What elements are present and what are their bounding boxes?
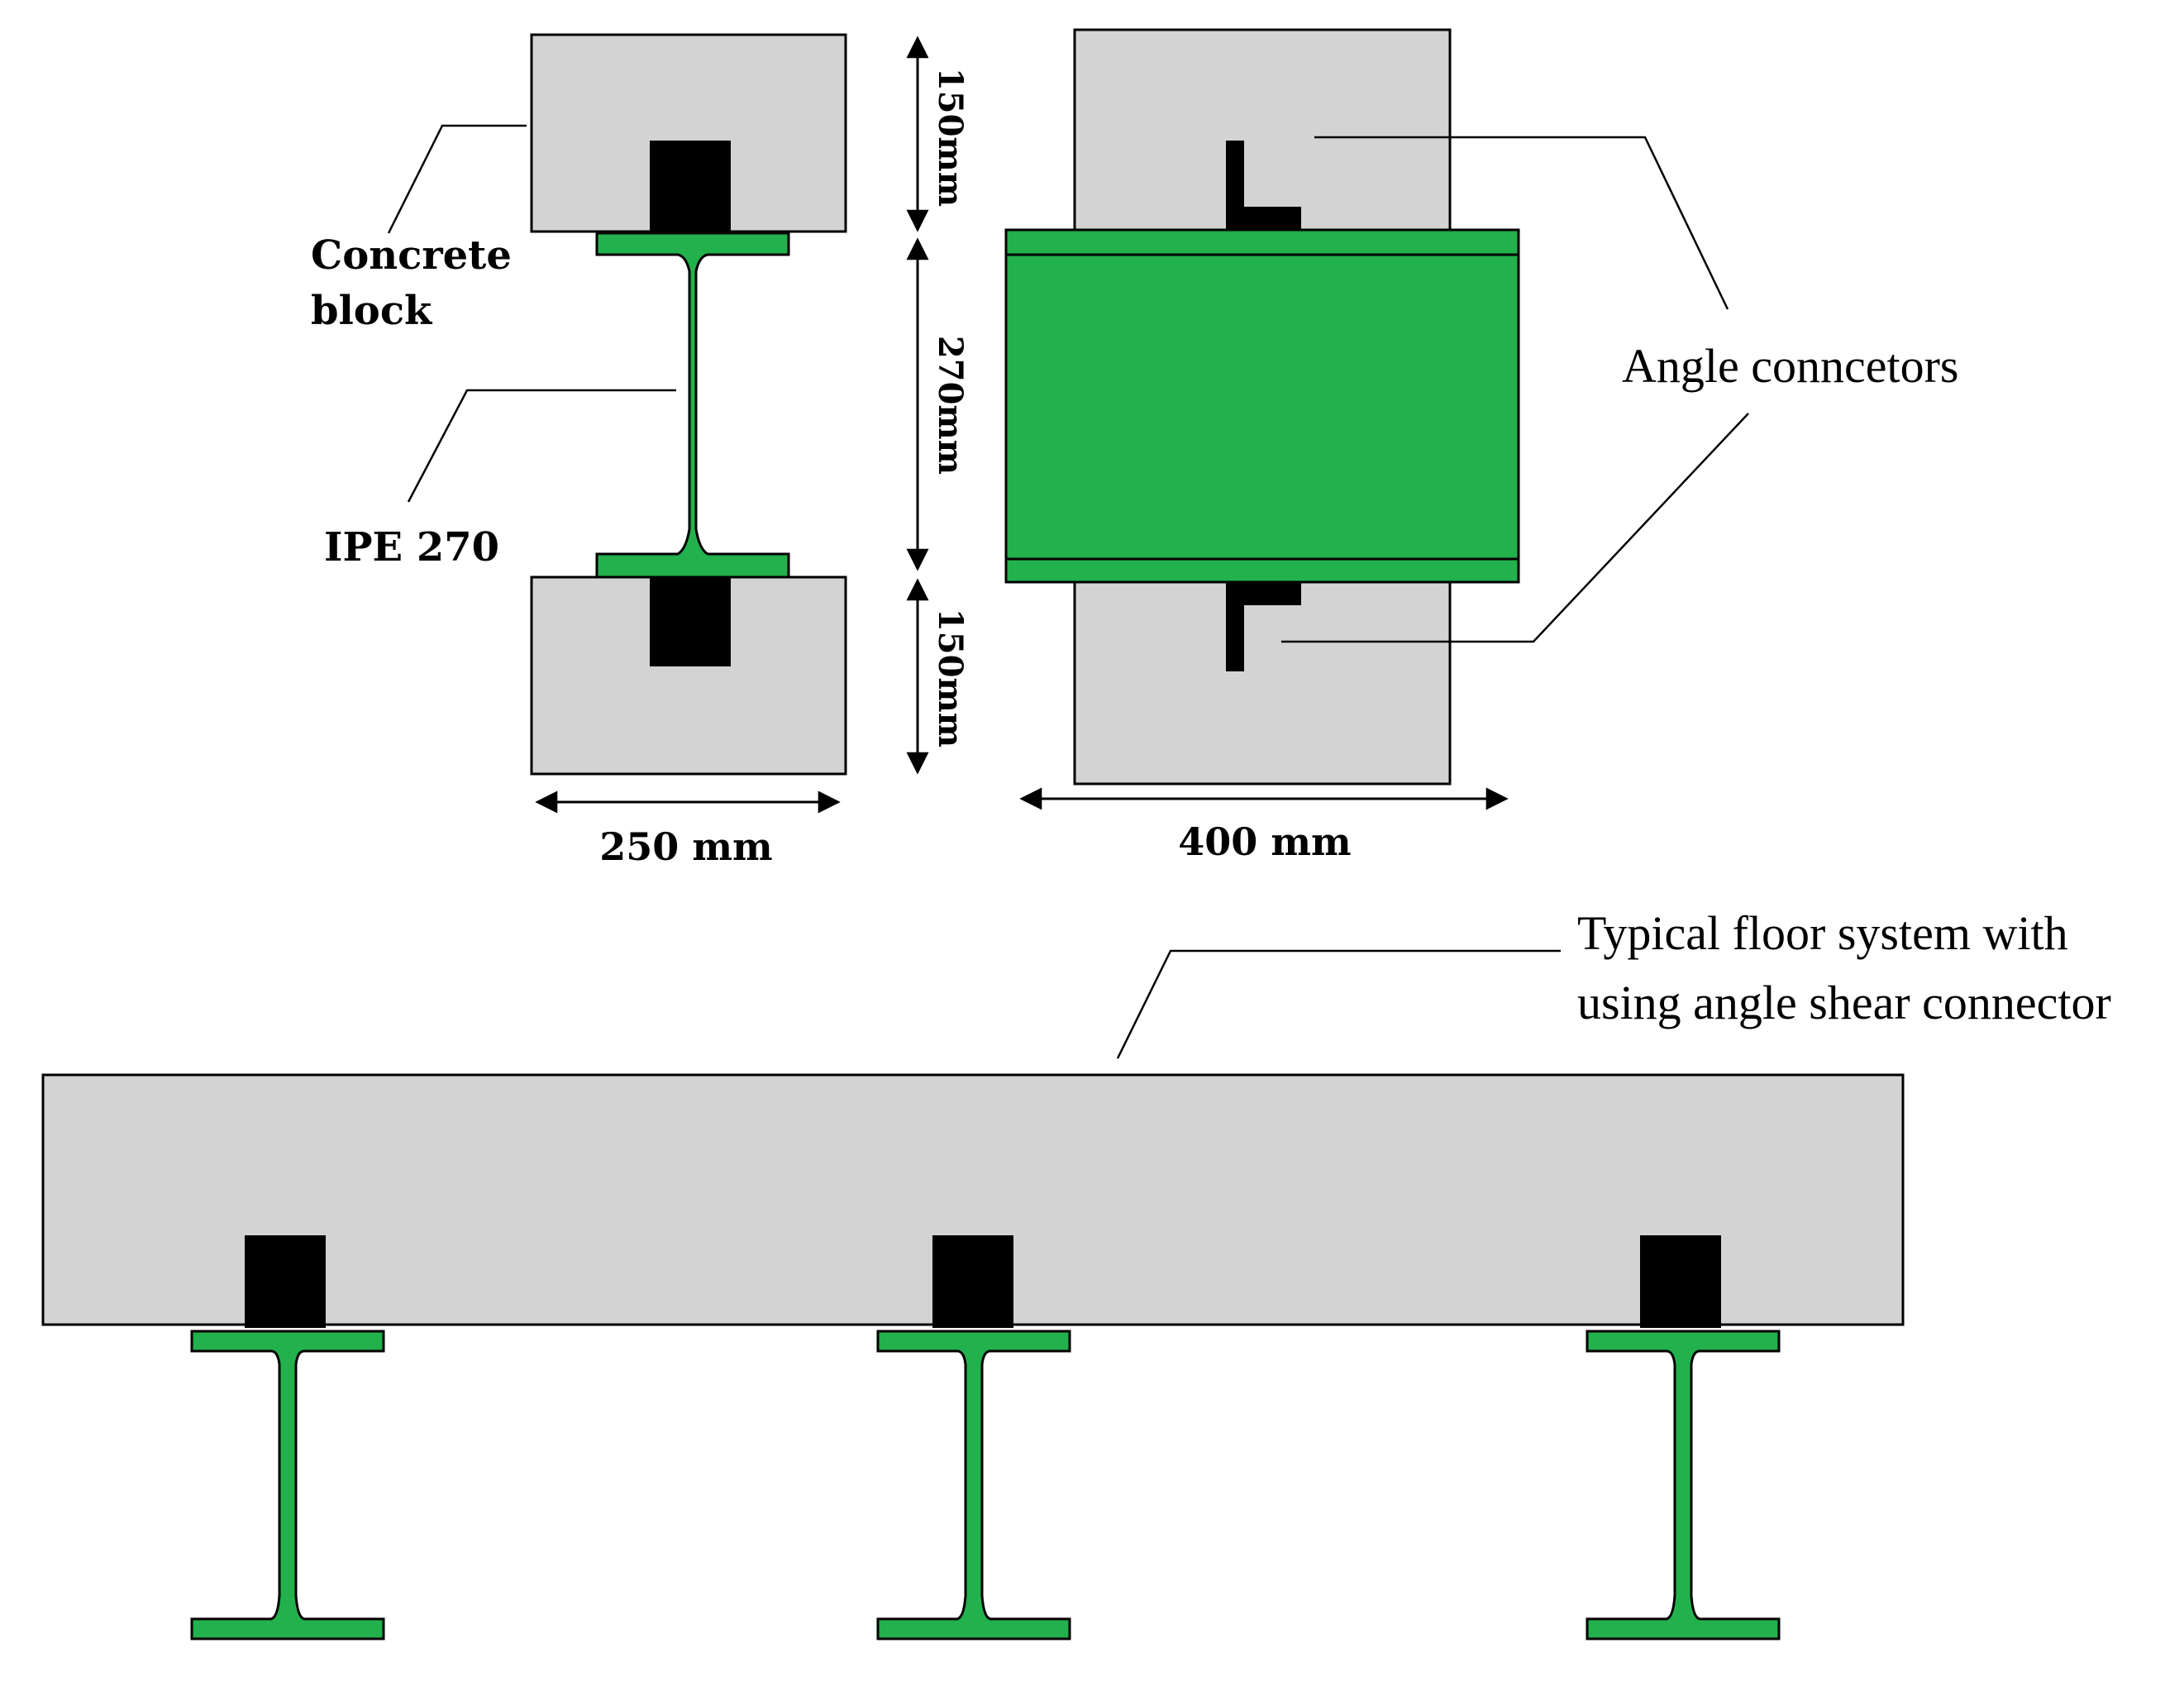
- connector-floor-3: [1640, 1235, 1721, 1328]
- dim-label-top: 150mm: [931, 68, 970, 207]
- dim-label-mid: 270mm: [931, 336, 970, 475]
- width-label-right: 400 mm: [1178, 819, 1351, 864]
- width-label-left: 250 mm: [599, 824, 772, 869]
- ipe-270-label: IPE 270: [324, 524, 499, 571]
- connector-floor-2: [932, 1235, 1013, 1328]
- leader-floor-system: [1116, 949, 1561, 1059]
- vertical-dimensions: 150mm 270mm 150mm: [906, 36, 970, 775]
- left-cross-section: Concrete block IPE 270 250 mm: [311, 33, 847, 869]
- concrete-block-label-line2: block: [311, 288, 433, 334]
- floor-beam-3: [1586, 1330, 1781, 1640]
- dim-label-bottom: 150mm: [931, 609, 970, 747]
- connector-top-left: [650, 141, 731, 233]
- connector-bottom-left: [650, 577, 731, 666]
- floor-beam-2: [876, 1330, 1071, 1640]
- angle-connectors-label: Angle conncetors: [1622, 339, 1958, 393]
- connector-floor-1: [245, 1235, 326, 1328]
- angle-connector-bottom: [1226, 582, 1301, 671]
- right-side-view: Angle conncetors 400 mm: [1004, 28, 1958, 864]
- leader-concrete-block: [387, 124, 527, 234]
- floor-system-label: Typical floor system with: [1577, 906, 2068, 960]
- floor-system-label-line2: using angle shear connector: [1577, 976, 2111, 1029]
- floor-system: Typical floor system with using angle sh…: [41, 906, 2111, 1640]
- ipe-270-beam: [595, 232, 790, 579]
- concrete-block-label: Concrete: [311, 232, 512, 279]
- steel-beam-side-view: [1004, 228, 1520, 584]
- leader-angle-connector-bottom: [1281, 413, 1749, 643]
- leader-angle-connector-top: [1314, 136, 1729, 310]
- floor-beam-1: [190, 1330, 385, 1640]
- angle-connector-top: [1226, 141, 1301, 230]
- leader-ipe-270: [407, 389, 676, 503]
